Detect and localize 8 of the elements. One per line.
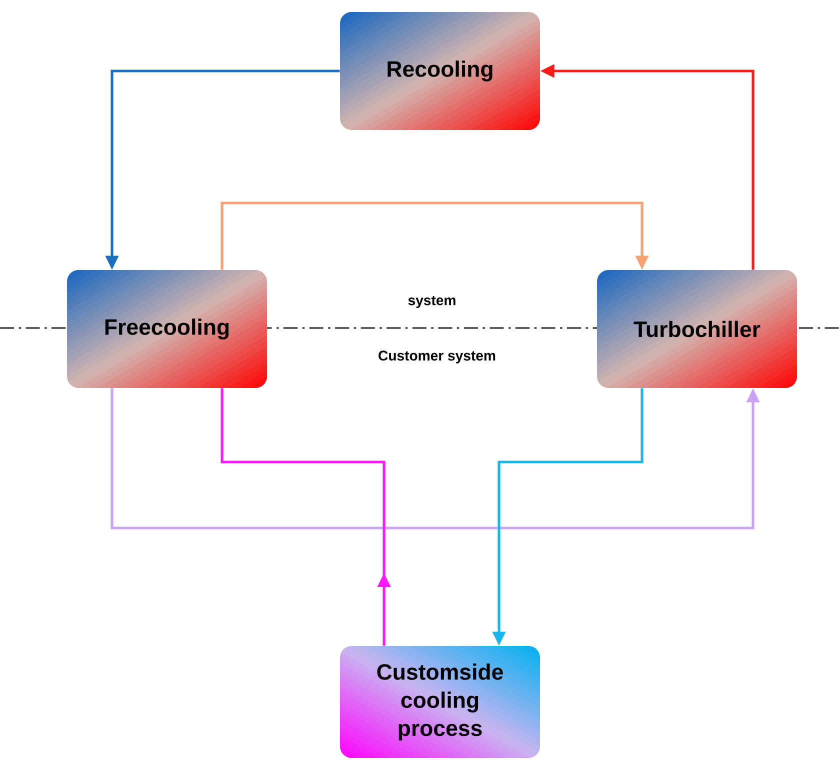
- side-label: system: [408, 296, 456, 308]
- process-box: Turbochiller: [597, 270, 797, 388]
- arrow: [220, 388, 391, 646]
- process-box: Customside cooling process: [340, 646, 540, 758]
- process-box: Freecooling: [67, 270, 267, 388]
- arrow: [220, 202, 649, 270]
- side-label: Customer system: [378, 350, 496, 364]
- process-box: Recooling: [340, 12, 540, 130]
